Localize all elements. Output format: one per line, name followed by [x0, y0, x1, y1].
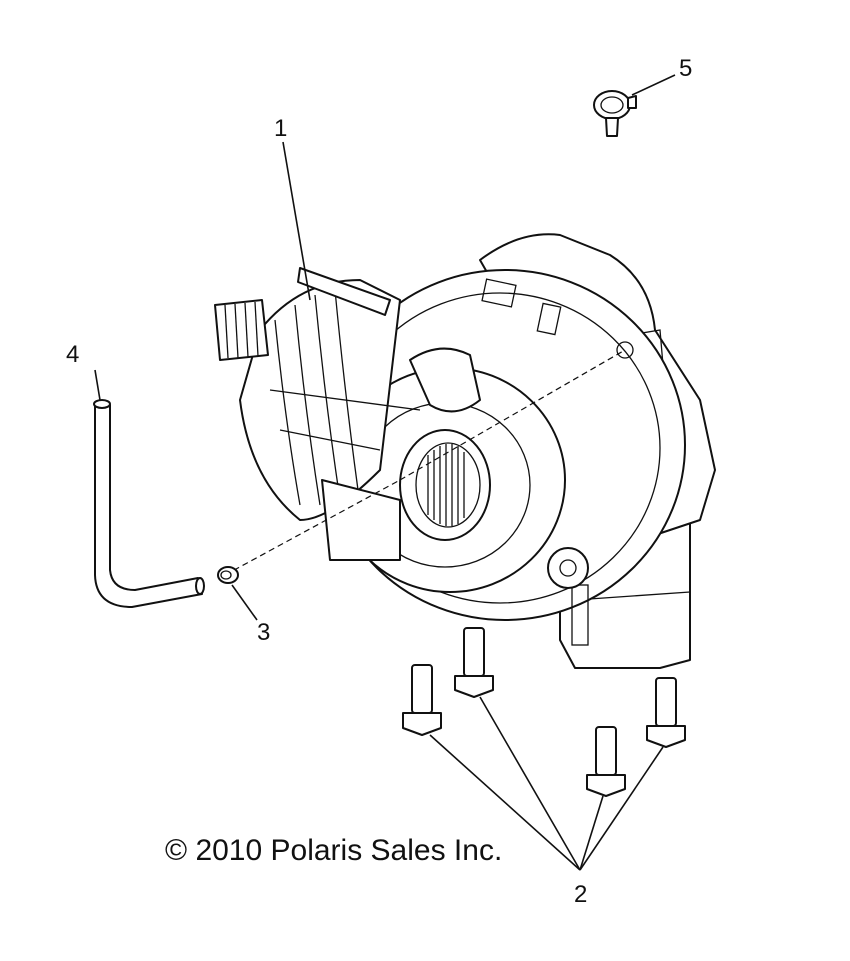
callout-2: 2 — [574, 881, 587, 908]
alignment-line-fitting — [224, 479, 401, 576]
vent-hose — [93, 399, 205, 608]
bolt-3 — [586, 726, 626, 797]
callout-4: 4 — [66, 341, 79, 368]
bolt-2 — [454, 627, 494, 698]
callout-3: 3 — [257, 619, 270, 646]
alignment-line-clip — [399, 349, 626, 481]
bolts — [402, 627, 686, 797]
vent-fitting — [217, 566, 239, 584]
copyright-text: © 2010 Polaris Sales Inc. — [165, 834, 502, 867]
gearcase-housing — [214, 233, 716, 669]
bolt-1 — [402, 664, 442, 736]
callout-5: 5 — [679, 55, 692, 82]
hose-clip — [593, 90, 637, 137]
leader-lines — [94, 74, 676, 871]
callout-1: 1 — [274, 115, 287, 142]
bolt-4 — [646, 677, 686, 748]
